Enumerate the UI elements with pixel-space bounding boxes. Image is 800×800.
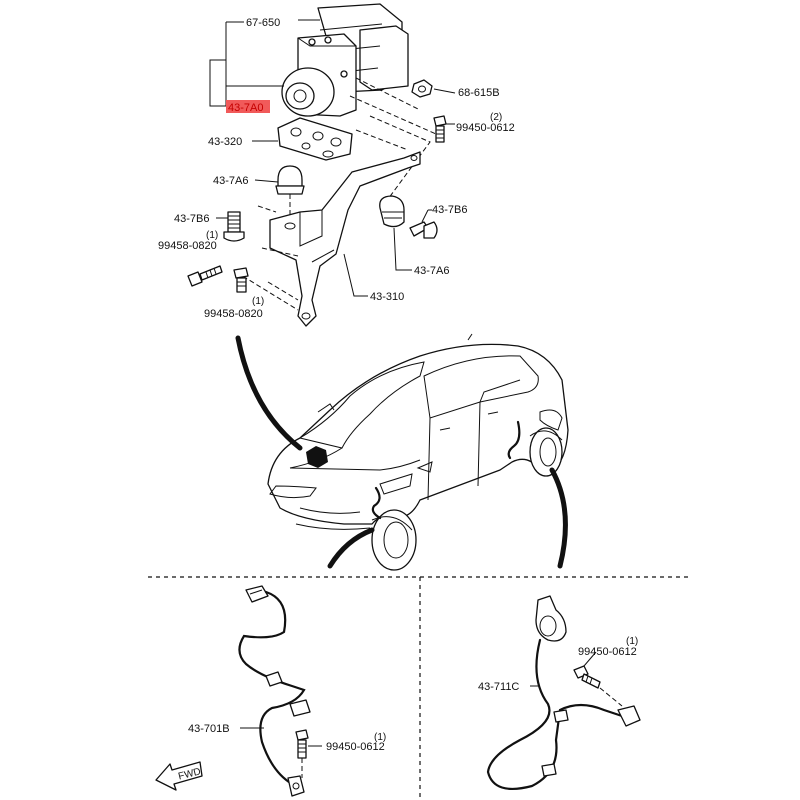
label-43-310[interactable]: 43-310: [370, 291, 404, 303]
bracket-43-310[interactable]: [269, 151, 421, 327]
bolt-99450-0612-top[interactable]: [433, 115, 447, 143]
insulator-43-7a6-left[interactable]: [275, 165, 305, 195]
label-99450-0612-front[interactable]: 99450-0612: [326, 741, 385, 753]
stud-43-7b6-left[interactable]: [223, 211, 245, 242]
hydraulic-unit[interactable]: [281, 3, 409, 117]
label-43-7b6-right[interactable]: 43-7B6: [432, 204, 467, 216]
insulator-43-7a6-right[interactable]: [379, 195, 405, 228]
label-43-7a6-left[interactable]: 43-7A6: [213, 175, 248, 187]
pointer-curves: [235, 335, 568, 569]
label-43-320[interactable]: 43-320: [208, 136, 242, 148]
label-99458-0820-a[interactable]: 99458-0820: [158, 240, 217, 252]
label-qty-top-bolt: (2): [490, 112, 502, 123]
abs-unit-location: [306, 446, 328, 468]
label-43-701b[interactable]: 43-701B: [188, 723, 230, 735]
fwd-label: FWD: [177, 766, 202, 782]
rear-abs-sensor[interactable]: [486, 595, 641, 790]
bolt-99458-0820-a[interactable]: [187, 265, 223, 287]
label-68-615b[interactable]: 68-615B: [458, 87, 500, 99]
label-qty-front-bolt: (1): [374, 732, 386, 743]
label-67-650[interactable]: 67-650: [246, 17, 280, 29]
nut-68-615b[interactable]: [411, 79, 433, 98]
label-43-7a0[interactable]: 43-7A0: [228, 102, 263, 114]
highlight-box: [226, 100, 270, 113]
front-abs-sensor[interactable]: [238, 585, 311, 797]
label-43-7b6-left[interactable]: 43-7B6: [174, 213, 209, 225]
stud-43-7b6-right[interactable]: [409, 221, 438, 239]
label-43-7a6-right[interactable]: 43-7A6: [414, 265, 449, 277]
label-99458-0820-b[interactable]: 99458-0820: [204, 308, 263, 320]
label-qty-bolt-b: (1): [252, 296, 264, 307]
label-qty-rear-bolt: (1): [626, 636, 638, 647]
fwd-arrow-icon: FWD: [155, 761, 203, 791]
front-bolt-99450-0612[interactable]: [295, 729, 309, 759]
bolt-99458-0820-b[interactable]: [233, 267, 249, 293]
car-body: [267, 333, 569, 530]
label-43-711c[interactable]: 43-711C: [478, 681, 519, 693]
label-99450-0612-rear[interactable]: 99450-0612: [578, 646, 637, 658]
rear-bolt-99450-0612[interactable]: [573, 665, 601, 689]
part-labels: 67-650 43-7A0 68-615B (2) 99450-0612 43-…: [158, 17, 638, 753]
rear-wheel: [529, 427, 563, 477]
label-qty-bolt-a: (1): [206, 230, 218, 241]
front-wheel: [371, 509, 417, 571]
plate-43-320[interactable]: [277, 117, 353, 161]
label-99450-0612-top[interactable]: 99450-0612: [456, 122, 515, 134]
